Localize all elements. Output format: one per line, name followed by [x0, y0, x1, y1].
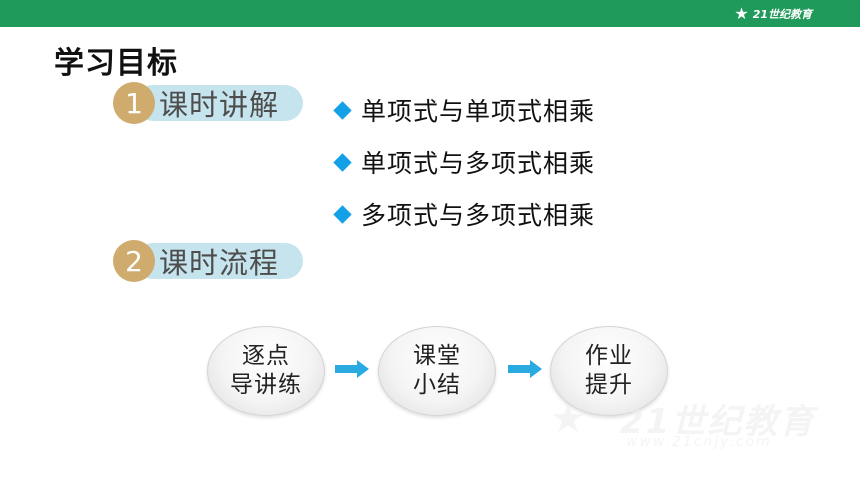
section-badge-background: [135, 85, 303, 121]
list-item: 单项式与单项式相乘: [333, 84, 595, 136]
goal-text: 多项式与多项式相乘: [361, 201, 596, 230]
right-arrow-icon: [335, 360, 369, 378]
flow-node-line: 提升: [585, 372, 633, 398]
section-badge-1: 1 课时讲解: [113, 82, 303, 124]
section-badge-2: 2 课时流程: [113, 240, 303, 282]
flow-node-line: 导讲练: [230, 372, 302, 398]
right-arrow-icon: [508, 360, 542, 378]
section-number: 2: [113, 240, 155, 282]
brand-logo: ★ 21世纪教育: [734, 4, 812, 24]
runner-icon: ★: [734, 4, 749, 23]
goal-text: 单项式与单项式相乘: [361, 97, 596, 126]
brand-text: 21世纪教育: [752, 8, 812, 21]
watermark: ★ 21世纪教育 www.21cnjy.com: [540, 394, 830, 454]
watermark-text: 21世纪教育: [620, 402, 816, 442]
goal-text: 单项式与多项式相乘: [361, 149, 596, 178]
list-item: 单项式与多项式相乘: [333, 136, 595, 188]
section-badge-background: [135, 243, 303, 279]
list-item: 多项式与多项式相乘: [333, 188, 595, 240]
top-header-bar: ★ 21世纪教育: [0, 0, 860, 27]
flow-node-line: 课堂: [413, 343, 461, 369]
runner-icon: ★: [550, 396, 586, 442]
section-number: 1: [113, 82, 155, 124]
flow-node-line: 逐点: [242, 343, 290, 369]
flow-node-homework[interactable]: 作业 提升: [550, 326, 668, 416]
flow-node-practice[interactable]: 逐点 导讲练: [207, 326, 325, 416]
diamond-bullet-icon: [333, 204, 352, 224]
flow-node-summary[interactable]: 课堂 小结: [378, 326, 496, 416]
flow-node-line: 作业: [585, 343, 633, 369]
flow-node-line: 小结: [413, 372, 461, 398]
watermark-url: www.21cnjy.com: [626, 434, 772, 450]
diamond-bullet-icon: [333, 152, 352, 172]
section-label: 课时流程: [159, 246, 280, 280]
diamond-bullet-icon: [333, 100, 352, 120]
section-label: 课时讲解: [159, 88, 280, 122]
learning-goals-list: 单项式与单项式相乘 单项式与多项式相乘 多项式与多项式相乘: [333, 84, 595, 240]
page-title: 学习目标: [54, 46, 178, 81]
